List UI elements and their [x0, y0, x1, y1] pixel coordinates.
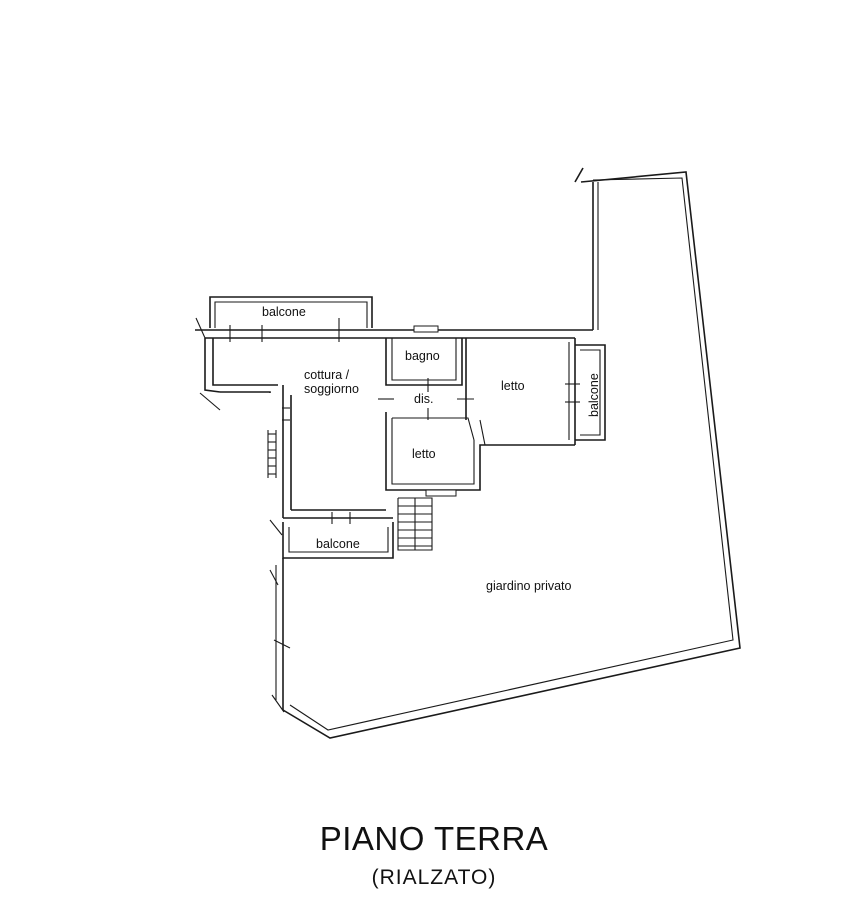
entry-stairs	[397, 497, 433, 551]
floor-title: PIANO TERRA	[319, 820, 549, 857]
garden-boundary	[282, 167, 741, 739]
room-label-letto-right: letto	[501, 379, 525, 393]
room-label-bagno: bagno	[405, 349, 440, 363]
apartment-walls	[195, 317, 606, 713]
room-label-balcone-bottom: balcone	[316, 537, 360, 551]
room-label-giardino: giardino privato	[486, 579, 572, 593]
room-label-dis: dis.	[414, 392, 433, 406]
room-label-cottura: cottura /	[304, 368, 350, 382]
top-balcony	[209, 296, 373, 328]
room-label-letto-center: letto	[412, 447, 436, 461]
room-label-balcone-right: balcone	[587, 373, 601, 417]
room-label-balcone-top: balcone	[262, 305, 306, 319]
left-stairs	[267, 430, 277, 478]
floor-subtitle: (RIALZATO)	[371, 866, 497, 889]
window-marks	[229, 318, 580, 524]
room-label-soggiorno: soggiorno	[304, 382, 359, 396]
